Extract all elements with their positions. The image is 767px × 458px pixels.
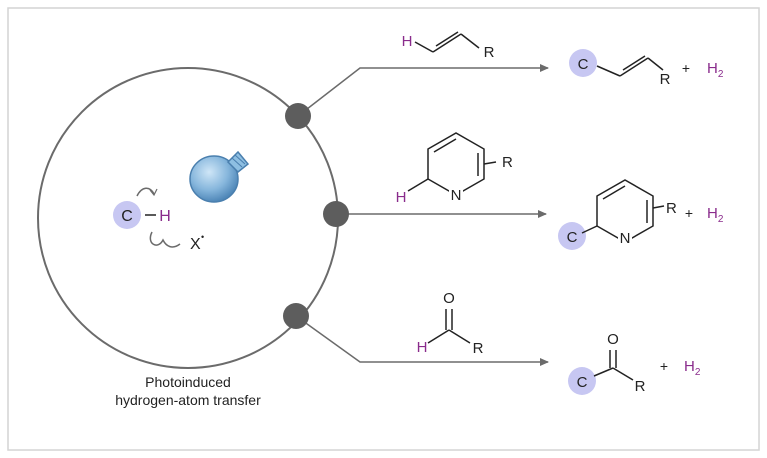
caption-line1: Photoinduced xyxy=(145,374,231,390)
product1-r: R xyxy=(660,71,671,88)
mech-carbon: C xyxy=(121,208,133,225)
alkene-h: H xyxy=(402,33,413,50)
product2-h2: H2 xyxy=(707,205,724,225)
curved-arrow-icon xyxy=(149,231,181,248)
product1-h2: H2 xyxy=(707,60,724,80)
reagent-alkene: H R xyxy=(402,31,495,61)
product2-c: C xyxy=(567,229,578,246)
product-alkene: C R + H2 xyxy=(569,49,724,88)
caption-line2: hydrogen-atom transfer xyxy=(115,392,261,408)
product2-n: N xyxy=(620,230,631,247)
product3-c: C xyxy=(577,374,588,391)
product-ketone: O C R + H2 xyxy=(568,331,701,395)
reagent-pyridine: N H R xyxy=(396,132,513,206)
aldehyde-r: R xyxy=(473,340,484,357)
pyridine-h: H xyxy=(396,189,407,206)
abstractor-x: X xyxy=(190,236,201,253)
product3-plus: + xyxy=(660,358,668,374)
reagent-aldehyde: O H R xyxy=(417,290,484,357)
route-arrow-aldehyde xyxy=(295,315,549,366)
product1-c: C xyxy=(578,56,589,73)
route-arrow-alkene xyxy=(297,64,549,117)
cycle-node-top xyxy=(285,103,311,129)
product-pyridine: N C R + H2 xyxy=(558,179,724,250)
light-bulb-icon xyxy=(189,150,250,203)
cycle-node-middle xyxy=(323,201,349,227)
product3-o: O xyxy=(607,331,619,348)
ch-bond-group: C H X • xyxy=(113,187,204,253)
radical-dot: • xyxy=(201,232,204,242)
pyridine-r: R xyxy=(502,154,513,171)
figure-frame xyxy=(7,7,760,451)
carbon-halo xyxy=(113,201,141,229)
product3-h2: H2 xyxy=(684,358,701,378)
mech-hydrogen: H xyxy=(159,208,171,225)
product1-plus: + xyxy=(682,60,690,76)
curved-arrow-icon xyxy=(136,187,155,197)
product2-r: R xyxy=(666,200,677,217)
curved-arrow-icon xyxy=(149,188,158,197)
aldehyde-h: H xyxy=(417,339,428,356)
product3-r: R xyxy=(635,378,646,395)
cycle-node-bottom xyxy=(283,303,309,329)
aldehyde-o: O xyxy=(443,290,455,307)
pyridine-n: N xyxy=(451,187,462,204)
alkene-r: R xyxy=(484,44,495,61)
product2-plus: + xyxy=(685,205,693,221)
